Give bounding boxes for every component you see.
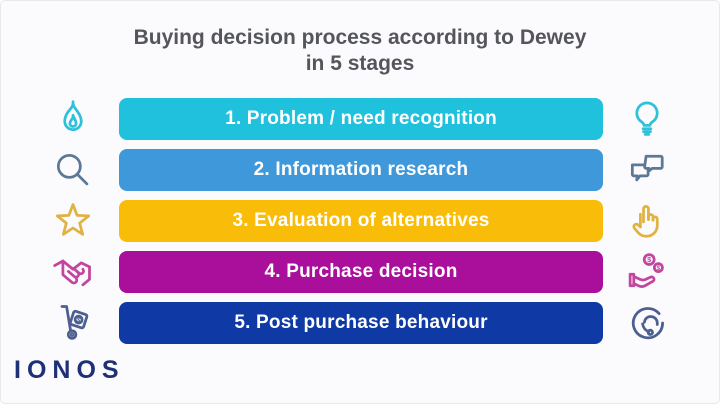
title-line-2: in 5 stages [305,52,415,75]
stage-bar-4: 4. Purchase decision [119,251,603,293]
stage-label-2: 2. Information research [253,159,469,180]
stage-label-4: 4. Purchase decision [264,261,458,282]
stage-bar-1: 1. Problem / need recognition [119,98,603,140]
svg-text:$: $ [657,265,661,272]
stage-label-3: 3. Evaluation of alternatives [232,210,490,231]
stage-row-2: 2. Information research [1,149,719,191]
stage-bar-2: 2. Information research [119,149,603,191]
speech-bubbles-icon [625,148,669,192]
svg-text:$: $ [76,317,82,325]
magnifier-icon [51,148,95,192]
stage-row-4: 4. Purchase decision $ $ [1,251,719,293]
hand-truck-icon: $ [51,301,95,345]
stage-row-1: 1. Problem / need recognition [1,98,719,140]
headset-support-icon [625,301,669,345]
stage-bar-5: 5. Post purchase behaviour [119,302,603,344]
hand-coins-icon: $ $ [625,250,669,294]
title-line-1: Buying decision process according to Dew… [133,26,587,49]
ionos-logo: IONOS [14,356,125,384]
pointing-hand-icon [625,199,669,243]
stage-label-1: 1. Problem / need recognition [225,108,497,129]
star-icon [51,199,95,243]
page-title: Buying decision process according to Dew… [1,25,719,77]
stage-row-5: $ 5. Post purchase behaviour [1,302,719,344]
svg-text:$: $ [647,255,651,264]
stage-row-3: 3. Evaluation of alternatives [1,200,719,242]
stage-label-5: 5. Post purchase behaviour [234,312,488,333]
lightbulb-icon [625,97,669,141]
handshake-icon [51,250,95,294]
stages-list: 1. Problem / need recognition 2. [1,98,719,344]
flame-icon [51,97,95,141]
stage-bar-3: 3. Evaluation of alternatives [119,200,603,242]
